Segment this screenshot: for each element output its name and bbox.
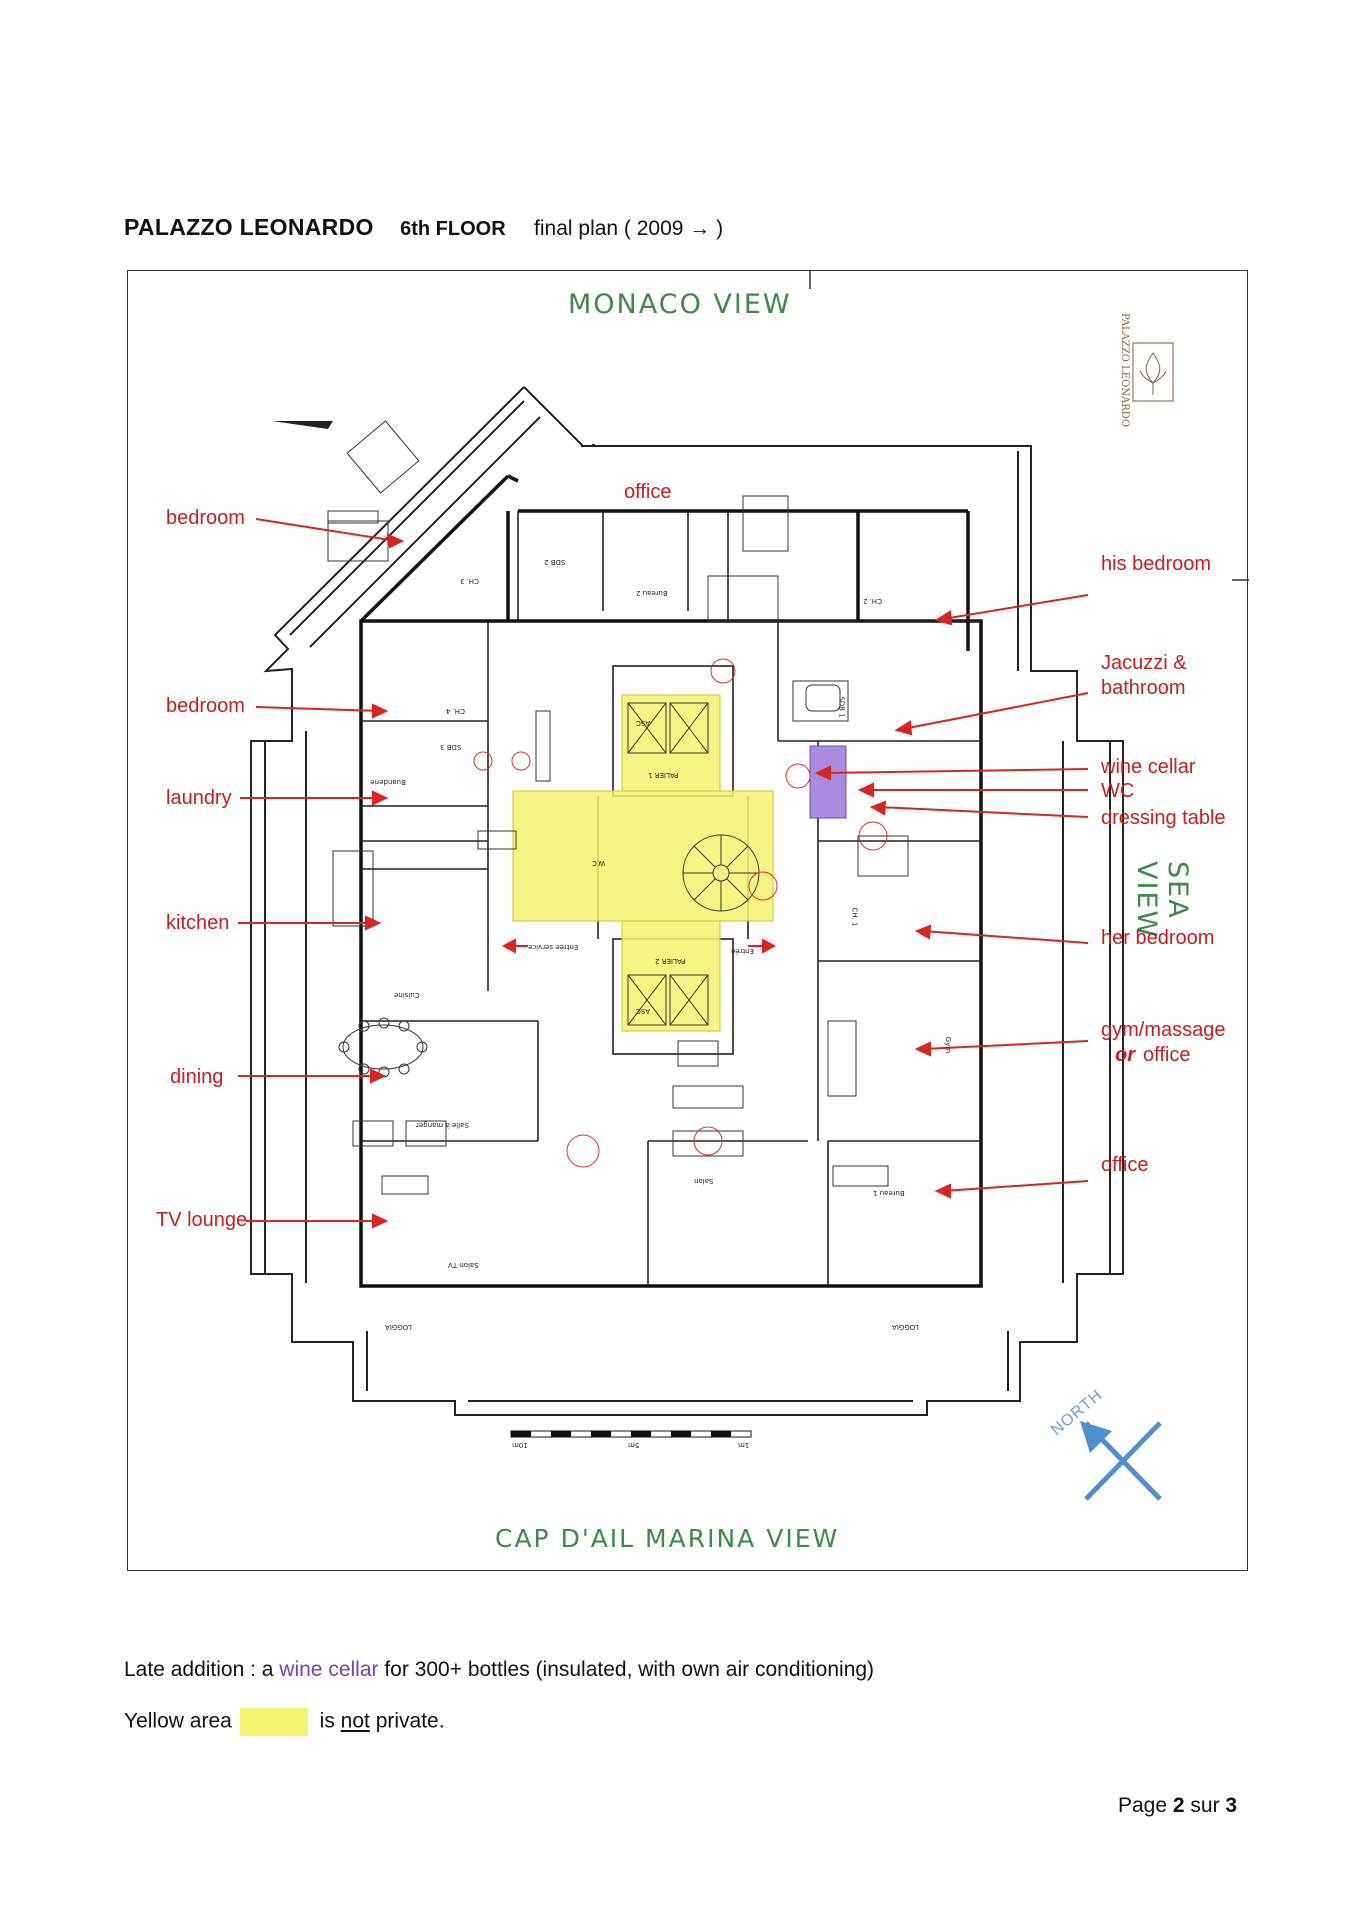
- furniture: [327, 420, 909, 1195]
- dressing-table-label: dressing table: [1101, 807, 1226, 829]
- room-code-loggia-right: LOGGIA: [892, 1323, 919, 1331]
- room-code-sdb3: SDB 3: [440, 743, 462, 751]
- room-code-ch1: CH. 1: [850, 907, 859, 927]
- her-bedroom-label: her bedroom: [1101, 927, 1215, 949]
- scale-label-5m: 5m: [628, 1441, 640, 1449]
- jacuzzi-label: Jacuzzi &: [1101, 652, 1187, 674]
- footer-page-number: 2: [1172, 1794, 1185, 1817]
- footer-mid: sur: [1184, 1794, 1226, 1817]
- building-outline: [250, 386, 1124, 1416]
- room-code-ch3: CH. 3: [460, 577, 479, 585]
- room-code-asc-2: ASC: [636, 1007, 651, 1015]
- bedroom-label-2: bedroom: [166, 695, 245, 717]
- floor-plan-drawing: [238, 271, 1249, 1501]
- yellow-area-note: Yellow area is not private.: [124, 1708, 445, 1736]
- north-arrow-small: [272, 421, 333, 429]
- footer-prefix: Page: [1118, 1794, 1173, 1817]
- wine-cellar-label: wine cellar: [1101, 756, 1196, 778]
- late-addition-note: Late addition : a wine cellar for 300+ b…: [124, 1658, 874, 1682]
- office-label-top: office: [624, 481, 672, 503]
- yellow-area: [512, 694, 774, 1032]
- yellow-note-mid: is: [319, 1709, 341, 1733]
- logo-text: PALAZZO LEONARDO: [1119, 313, 1130, 428]
- floor-title: 6th FLOOR: [400, 218, 506, 240]
- palazzo-logo: [1132, 342, 1174, 402]
- wine-cellar-area: [809, 745, 847, 819]
- floor-plan: MONACO VIEW CAP D'AIL MARINA VIEW SEA VI…: [127, 270, 1249, 1571]
- wc-label: WC: [1101, 780, 1135, 802]
- scale-label-1m: 1m: [738, 1441, 750, 1449]
- bedroom-label-1: bedroom: [166, 507, 245, 529]
- label-arrows: [238, 518, 1089, 1229]
- room-code-cuisine: Cuisine: [394, 991, 420, 999]
- yellow-swatch: [239, 1708, 308, 1736]
- laundry-label: laundry: [166, 787, 232, 809]
- room-code-asc-1: ASC: [636, 719, 651, 727]
- view-bottom-label: CAP D'AIL MARINA VIEW: [495, 1524, 840, 1553]
- room-code-ch2: CH. 2: [863, 597, 882, 605]
- room-code-sdb2: SDB 2: [544, 558, 566, 566]
- room-code-entree-service: Entrée service: [528, 943, 579, 951]
- room-code-bureau1: Bureau 1: [873, 1189, 905, 1197]
- yellow-note-not: not: [340, 1709, 370, 1733]
- page-footer: Page 2 sur 3: [1118, 1794, 1237, 1818]
- plan-subtitle: final plan ( 2009 → ): [534, 217, 724, 240]
- room-code-loggia-left: LOGGIA: [385, 1323, 412, 1331]
- late-addition-suffix: for 300+ bottles (insulated, with own ai…: [378, 1658, 875, 1681]
- wine-cellar-highlight: wine cellar: [279, 1658, 379, 1681]
- room-code-sdb1: SDB 1: [837, 696, 846, 718]
- room-code-palier2: PALIER 2: [655, 957, 686, 965]
- room-code-salon-tv: Salon TV: [448, 1261, 479, 1269]
- kitchen-label: kitchen: [166, 912, 230, 934]
- tv-lounge-label: TV lounge: [156, 1209, 248, 1231]
- room-code-palier1: PALIER 1: [648, 771, 679, 779]
- late-addition-prefix: Late addition : a: [124, 1658, 280, 1681]
- room-code-salon: Salon: [694, 1177, 714, 1185]
- room-code-gym: Gym: [944, 1036, 953, 1054]
- bathroom-label: bathroom: [1101, 677, 1186, 699]
- view-top-label: MONACO VIEW: [568, 289, 792, 320]
- gym-office-label: office: [1143, 1044, 1191, 1066]
- footer-total-pages: 3: [1225, 1794, 1238, 1817]
- gym-or-label: or: [1115, 1044, 1135, 1066]
- his-bedroom-label: his bedroom: [1101, 553, 1212, 575]
- building-title: PALAZZO LEONARDO: [124, 214, 374, 240]
- yellow-note-suffix: private.: [369, 1709, 445, 1733]
- office-label-right: office: [1101, 1154, 1149, 1176]
- room-code-salle-manger: Salle à manger: [416, 1121, 469, 1129]
- room-code-entree: Entrée: [731, 947, 754, 955]
- dining-label: dining: [170, 1066, 224, 1088]
- room-code-bureau2: Bureau 2: [636, 589, 668, 597]
- scale-label-10m: 10m: [512, 1441, 528, 1449]
- scale-bar: [510, 1430, 752, 1438]
- yellow-note-prefix: Yellow area: [124, 1709, 232, 1733]
- gym-label: gym/massage: [1101, 1019, 1226, 1041]
- page-header: PALAZZO LEONARDO 6th FLOOR final plan ( …: [124, 214, 723, 241]
- room-code-wc: W.C: [592, 859, 606, 867]
- room-code-buanderie: Buanderie: [370, 778, 406, 786]
- room-code-ch4: CH. 4: [446, 707, 465, 715]
